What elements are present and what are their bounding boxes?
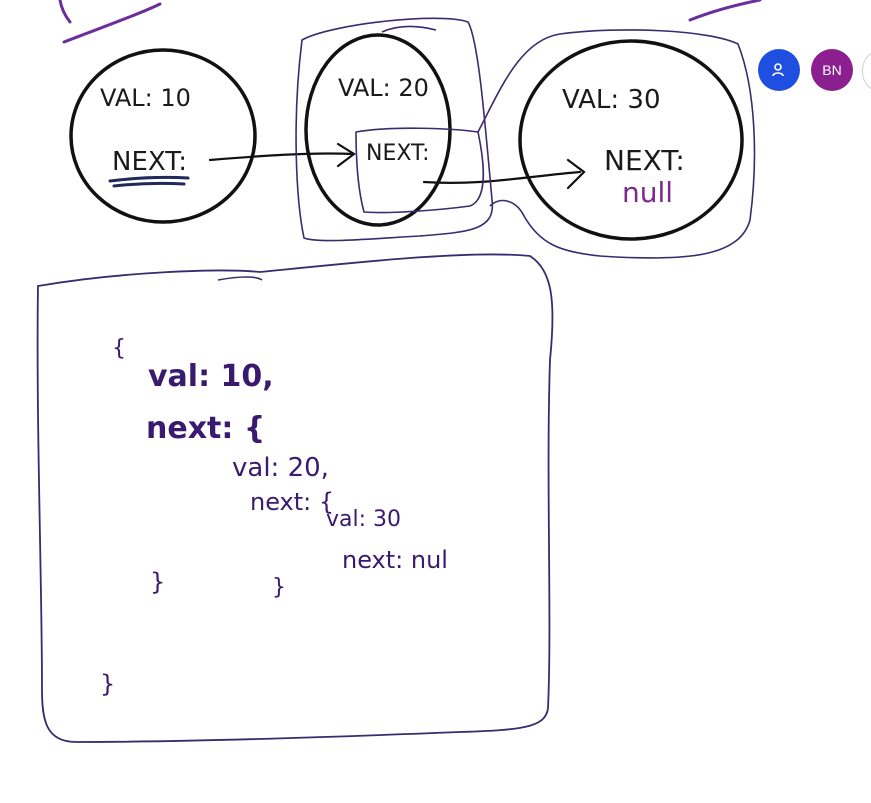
scribble-top-left bbox=[58, 0, 162, 44]
node-1-next: NEXT: bbox=[112, 147, 187, 177]
participant-avatar-bn[interactable]: BN bbox=[811, 49, 853, 91]
selection-lasso-next-box bbox=[355, 127, 485, 214]
person-add-icon bbox=[772, 63, 784, 77]
code-line-val-20: val: 20, bbox=[232, 453, 329, 483]
arrow-node2-to-node3 bbox=[422, 158, 586, 190]
code-line-brace-open: { bbox=[112, 336, 126, 361]
code-line-brace-close-1: } bbox=[150, 568, 165, 596]
arrow-node1-to-node2 bbox=[208, 142, 356, 168]
selection-lasso-node-2 bbox=[295, 17, 494, 242]
code-line-val-30: val: 30 bbox=[326, 507, 401, 532]
lasso-scribble bbox=[381, 25, 437, 33]
participant-avatar-user[interactable] bbox=[758, 49, 800, 91]
node-3-val: VAL: 30 bbox=[562, 85, 661, 115]
code-line-next-1: next: { bbox=[146, 411, 265, 446]
node-3-null: null bbox=[622, 176, 673, 209]
node-circle-3 bbox=[518, 39, 744, 241]
selection-lasso-node-3 bbox=[477, 29, 756, 259]
scribble-top-right bbox=[688, 0, 762, 22]
code-line-next-2: next: { bbox=[250, 488, 334, 516]
node-circle-1 bbox=[69, 48, 257, 224]
code-box-outline bbox=[36, 253, 554, 743]
node-2-next: NEXT: bbox=[366, 141, 429, 166]
code-box-scribble bbox=[217, 276, 263, 281]
code-line-brace-close-2: } bbox=[272, 575, 286, 600]
node-2-val: VAL: 20 bbox=[338, 74, 429, 102]
code-line-next-null: next: nul bbox=[342, 546, 448, 574]
node-1-underline bbox=[108, 175, 190, 188]
avatar-initials: BN bbox=[822, 62, 842, 78]
code-line-brace-close-3: } bbox=[100, 670, 115, 698]
node-3-next: NEXT: bbox=[604, 144, 685, 177]
code-line-val-10: val: 10, bbox=[148, 359, 274, 394]
node-1-val: VAL: 10 bbox=[100, 84, 191, 112]
